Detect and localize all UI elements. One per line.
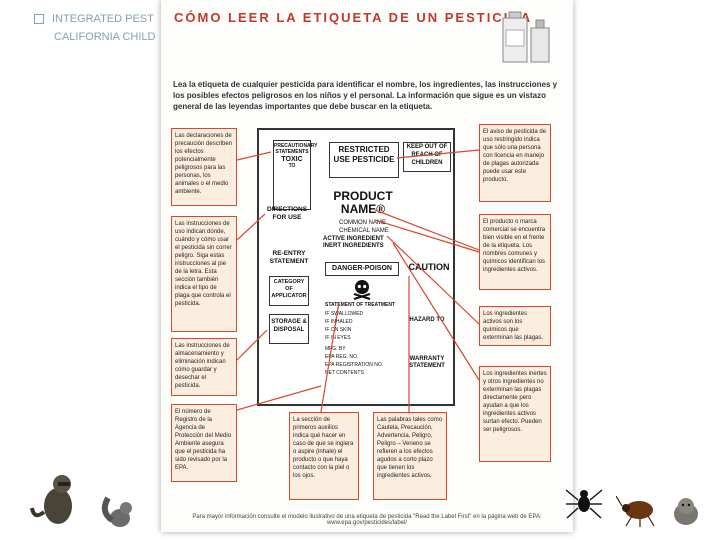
label-reg-3: EPA REGISTRATION NO. bbox=[325, 362, 383, 369]
rodent-icon bbox=[666, 490, 706, 530]
label-hazard: HAZARD TO bbox=[409, 316, 445, 324]
label-inert: INERT INGREDIENTS bbox=[323, 243, 384, 250]
label-first-aid-2: IF INHALED bbox=[325, 319, 353, 326]
poster-intro: Lea la etiqueta de cualquier pesticida p… bbox=[173, 79, 559, 112]
raccoon-icon bbox=[28, 468, 88, 528]
bullet-square-icon bbox=[34, 14, 44, 24]
note-product-name: El producto o marca comercial se encuent… bbox=[479, 214, 551, 290]
label-storage: STORAGE & DISPOSAL bbox=[269, 314, 309, 344]
poster-title: CÓMO LEER LA ETIQUETA DE UN PESTICIDA bbox=[174, 10, 532, 25]
label-directions: DIRECTIONS FOR USE bbox=[267, 206, 307, 222]
note-signal-words: Las palabras tales como Cautela, Precauc… bbox=[373, 412, 447, 500]
label-reg-4: NET CONTENTS bbox=[325, 370, 364, 377]
label-restricted: RESTRICTED USE PESTICIDE bbox=[329, 142, 399, 178]
pesticide-bottles-icon bbox=[495, 6, 555, 66]
label-warranty: WARRANTY STATEMENT bbox=[405, 356, 449, 370]
label-precautionary-box: PRECAUTIONARY STATEMENTS TOXIC TO bbox=[273, 140, 311, 210]
sample-label: PRECAUTIONARY STATEMENTS TOXIC TO RESTRI… bbox=[257, 128, 455, 406]
spider-icon bbox=[564, 482, 604, 522]
pesticide-label-poster: CÓMO LEER LA ETIQUETA DE UN PESTICIDA Le… bbox=[161, 0, 573, 532]
poster-footer: Para mayor información consulte el model… bbox=[161, 514, 573, 526]
label-reg-2: EPA REG. NO. bbox=[325, 354, 358, 361]
label-first-aid-4: IF IN EYES bbox=[325, 335, 351, 342]
label-danger: DANGER-POISON bbox=[325, 262, 399, 276]
skull-crossbones-icon bbox=[351, 278, 373, 300]
note-restricted: El aviso de pesticida de uso restringido… bbox=[479, 124, 551, 202]
label-reentry: RE-ENTRY STATEMENT bbox=[269, 250, 309, 266]
label-category: CATEGORY OF APPLICATOR bbox=[269, 276, 309, 306]
label-common-name: COMMON NAME bbox=[339, 220, 386, 227]
label-keep-out: KEEP OUT OF REACH OF CHILDREN bbox=[403, 142, 451, 172]
label-chemical-name: CHEMICAL NAME bbox=[339, 228, 389, 235]
note-precautionary: Las declaraciones de precaución describe… bbox=[171, 128, 237, 206]
label-caution: CAUTION bbox=[405, 262, 453, 272]
label-first-aid-1: IF SWALLOWED bbox=[325, 311, 363, 318]
label-statement-treatment: STATEMENT OF TREATMENT bbox=[325, 302, 395, 309]
squirrel-icon bbox=[98, 490, 138, 530]
label-precautionary: PRECAUTIONARY STATEMENTS bbox=[274, 143, 310, 155]
label-active: ACTIVE INGREDIENT bbox=[323, 236, 384, 243]
note-inert-ingredients: Los ingredientes inertes y otros ingredi… bbox=[479, 366, 551, 462]
note-first-aid: La sección de primeros auxilios indica q… bbox=[289, 412, 359, 500]
note-active-ingredients: Los ingredientes activos son los químico… bbox=[479, 306, 551, 346]
label-reg-1: MFG. BY bbox=[325, 346, 346, 353]
cockroach-icon bbox=[616, 488, 662, 528]
header-line-1: INTEGRATED PEST bbox=[52, 13, 154, 25]
note-epa-registration: El número de Registro de la Agencia de P… bbox=[171, 404, 237, 482]
label-first-aid-3: IF ON SKIN bbox=[325, 327, 351, 334]
slide-header: INTEGRATED PEST CALIFORNIA CHILD bbox=[34, 10, 155, 46]
label-to: TO bbox=[274, 163, 310, 169]
note-storage: Las instrucciones de almacenamiento y el… bbox=[171, 338, 237, 396]
note-directions: Las instrucciones de uso indican dónde, … bbox=[171, 216, 237, 332]
header-line-2: CALIFORNIA CHILD bbox=[34, 28, 155, 46]
label-product-name: PRODUCT NAME® bbox=[325, 190, 401, 216]
